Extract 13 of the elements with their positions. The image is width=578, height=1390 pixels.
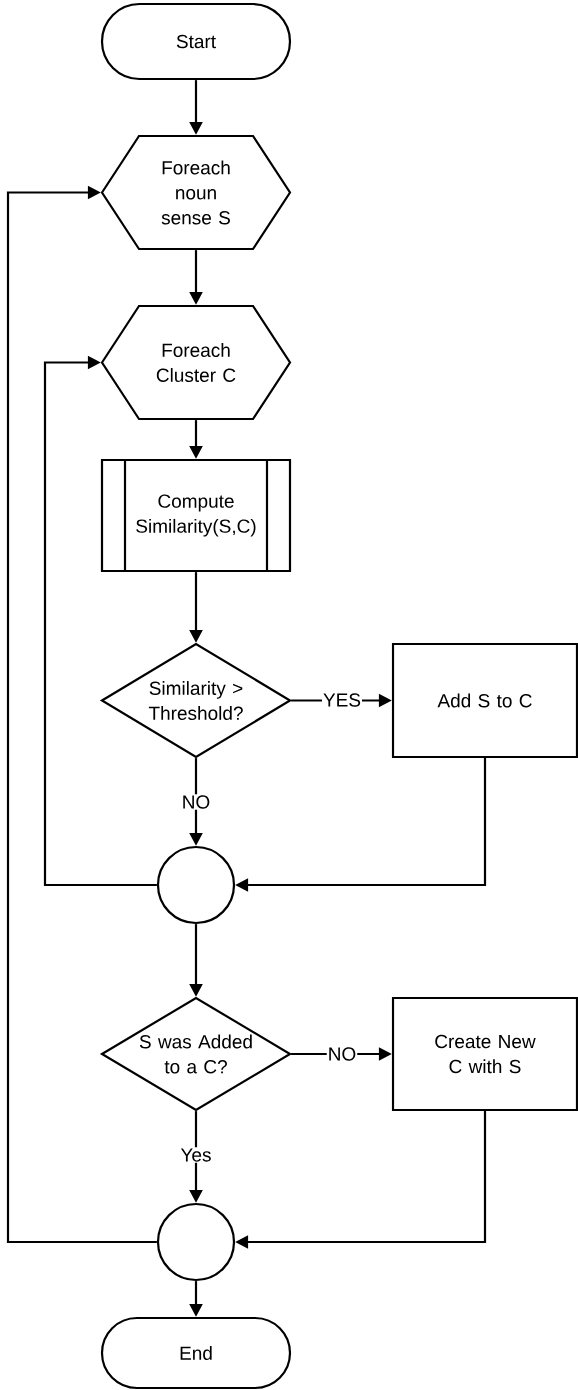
connector-circle [156, 1202, 236, 1282]
edge-label: NO [180, 794, 212, 810]
arrow [43, 355, 157, 887]
process-box: Create New C with S [391, 996, 578, 1112]
loop-hexagon: Foreach noun sense S [100, 134, 292, 251]
connector-circle [156, 845, 236, 925]
edge-label: Yes [179, 1147, 213, 1163]
loop-hexagon: Foreach Cluster C [100, 304, 292, 421]
edge-label: NO [326, 1046, 358, 1062]
subroutine-box: Compute Similarity(S,C) [100, 458, 292, 573]
process-box: Add S to C [391, 642, 578, 759]
edge-label: YES [322, 692, 362, 708]
arrow [6, 185, 157, 1244]
